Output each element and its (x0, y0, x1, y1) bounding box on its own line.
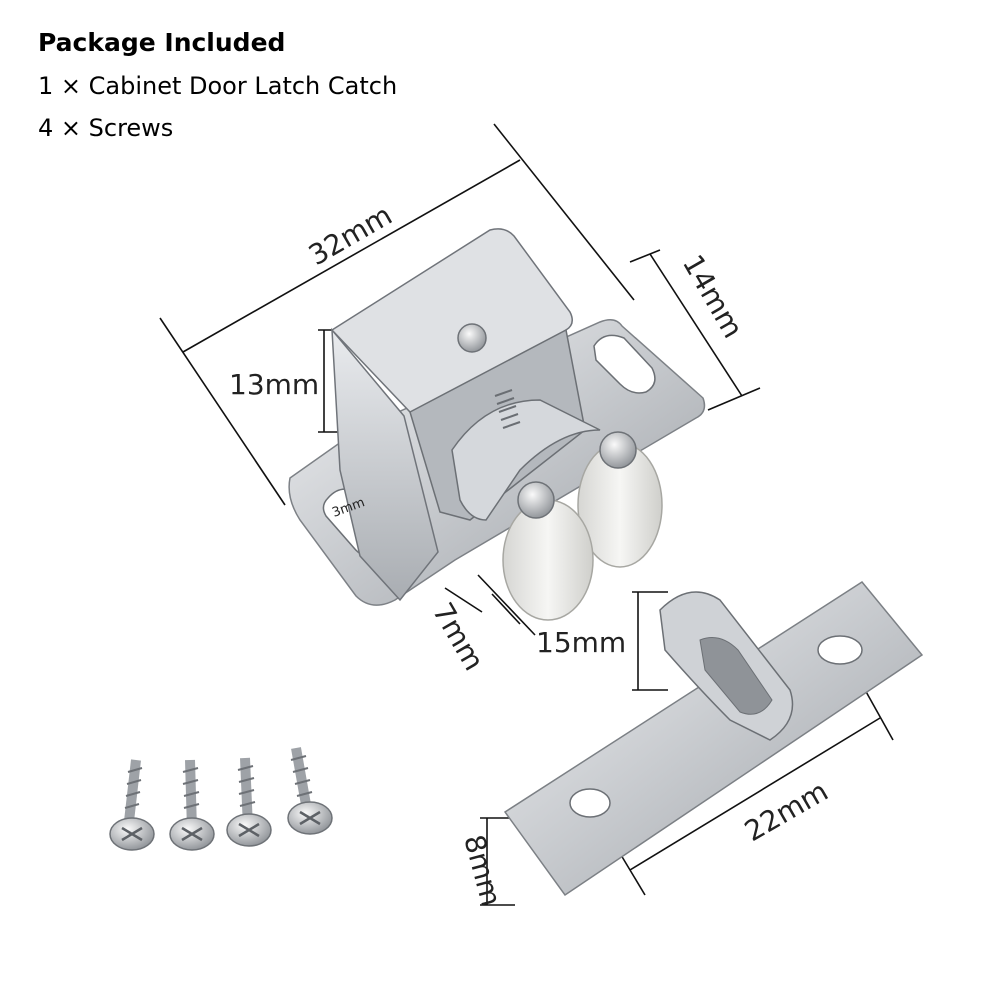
latch-spring (451, 399, 601, 521)
screw-3 (226, 757, 272, 847)
rivet-back-roller (599, 431, 637, 469)
latch-housing-side (331, 327, 439, 602)
spring-coil (494, 389, 521, 429)
screw-1 (109, 759, 155, 851)
latch-slot-right (593, 334, 656, 394)
screws (109, 747, 333, 851)
package-item-screws: 4 × Screws (38, 114, 174, 142)
roller-front (502, 499, 594, 621)
dim-32mm: 32mm (303, 198, 398, 272)
package-title: Package Included (38, 28, 286, 57)
strike-hole-right (817, 635, 863, 665)
dim-13mm: 13mm (229, 368, 319, 401)
dim-14mm: 14mm (676, 249, 750, 344)
dim-7mm: 7mm (426, 597, 491, 676)
latch-catch (288, 228, 706, 621)
dim-15mm: 15mm (536, 626, 626, 659)
strike-hook-inner (699, 637, 773, 715)
rivet-front-roller (517, 481, 555, 519)
rivet-top (457, 323, 487, 353)
package-item-latch: 1 × Cabinet Door Latch Catch (38, 72, 398, 100)
screw-2 (169, 759, 215, 851)
strike-hole-left (569, 788, 611, 818)
dim-22mm: 22mm (739, 774, 834, 848)
dim-8mm: 8mm (457, 831, 508, 909)
screw-4 (287, 747, 333, 835)
strike-plate (503, 581, 924, 897)
